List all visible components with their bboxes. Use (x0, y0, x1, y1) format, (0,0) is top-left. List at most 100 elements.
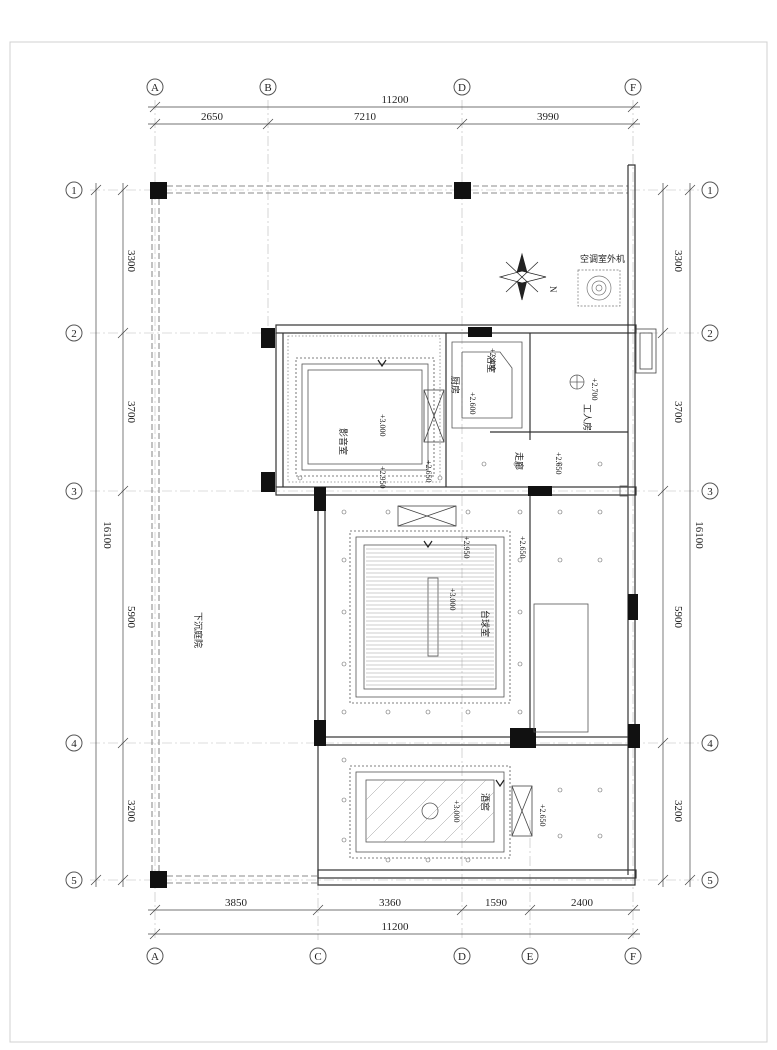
downlight-icon (557, 461, 563, 467)
label-open-space: 下沉庭院 (193, 612, 204, 648)
equipment-boxes (397, 389, 533, 837)
grid-label-bottom-e: E (527, 951, 534, 963)
dim-top-seg-2: 7210 (354, 111, 377, 123)
elev-wine-side: +2.650 (538, 804, 547, 827)
grid-label-bottom-f: F (630, 951, 636, 963)
downlight-icon (341, 709, 347, 715)
elev-audio-room-soffit: +2.950 (378, 466, 387, 489)
grid-label-bottom-d: D (458, 951, 466, 963)
axis-lines (90, 100, 700, 940)
grid-bubbles-top: A B D F (146, 78, 642, 96)
downlight-icon (597, 509, 603, 515)
dim-left-seg-1: 3300 (125, 250, 137, 273)
downlight-icon (425, 857, 431, 863)
dim-left-total: 16100 (101, 521, 113, 549)
dims-left (90, 183, 129, 887)
downlight-icon (341, 509, 347, 515)
dim-bottom-total: 11200 (381, 921, 409, 933)
dim-left-seg-2: 3700 (125, 401, 137, 424)
downlight-icon (465, 509, 471, 515)
downlight-icon (597, 557, 603, 563)
downlight-icon (517, 557, 523, 563)
bath-ceiling (451, 341, 523, 429)
label-worker-room: 工人房 (582, 404, 593, 431)
downlight-icon (517, 609, 523, 615)
label-main-hall: 台球室 (480, 610, 491, 637)
dim-bottom-seg-3: 1590 (485, 897, 508, 909)
row-label-left-3: 3 (71, 486, 77, 498)
dim-right-seg-4: 3200 (672, 800, 684, 823)
label-kitchen: 厨房 (450, 376, 461, 394)
dims-top-text: 11200 2650 7210 3990 (201, 94, 560, 123)
row-label-left-5: 5 (71, 875, 77, 887)
downlight-icon (437, 475, 443, 481)
dim-right-seg-1: 3300 (672, 250, 684, 273)
elev-audio-room: +3.000 (378, 414, 387, 437)
dims-bottom (148, 904, 640, 940)
grid-label-top-a: A (151, 82, 159, 94)
grid-label-top-d: D (458, 82, 466, 94)
dim-right-seg-3: 5900 (672, 606, 684, 629)
wine-room-hatch (365, 779, 495, 843)
downlight-icon (341, 609, 347, 615)
row-label-right-2: 2 (707, 328, 713, 340)
dim-right-seg-2: 3700 (672, 401, 684, 424)
grid-label-bottom-a: A (151, 951, 159, 963)
elev-audio-room-lower: +2.650 (424, 460, 433, 483)
dim-top-total: 11200 (381, 94, 409, 106)
north-arrow-icon (498, 252, 547, 301)
grid-label-top-b: B (264, 82, 271, 94)
dim-right-total: 16100 (693, 521, 705, 549)
row-label-left-2: 2 (71, 328, 77, 340)
direction-arrows (377, 359, 505, 788)
dim-left-seg-3: 5900 (125, 606, 137, 629)
row-label-left-1: 1 (71, 185, 77, 197)
label-audio-room: 影音室 (338, 428, 349, 455)
north-label: N (548, 286, 558, 293)
bay-window (635, 328, 657, 374)
row-label-left-4: 4 (71, 738, 77, 750)
elev-bath: +2.400 (488, 348, 497, 371)
downlight-icon (297, 475, 303, 481)
elev-main-hall-soffit: +2.950 (462, 536, 471, 559)
ac-unit-symbol (577, 269, 621, 307)
downlight-icon (597, 833, 603, 839)
downlight-icon (465, 857, 471, 863)
downlight-icon (425, 709, 431, 715)
grid-bubbles-bottom: A C D E F (146, 947, 642, 965)
downlight-icon (597, 461, 603, 467)
downlight-icon (557, 787, 563, 793)
row-label-right-5: 5 (707, 875, 713, 887)
elev-main-hall-side: +2.650 (518, 536, 527, 559)
dim-bottom-seg-2: 3360 (379, 897, 402, 909)
label-bath: 浴室 (486, 355, 497, 373)
dim-bottom-seg-1: 3850 (225, 897, 248, 909)
dims-right-text: 3300 3700 5900 3200 16100 (672, 250, 705, 823)
elev-wine-room: +3.000 (452, 800, 461, 823)
room-labels: 空调室外机 厨房 工人房 走廊 下沉庭院 台球室 影音室 酒窖 浴室 (193, 253, 625, 811)
dims-left-text: 16100 3300 3700 5900 3200 (101, 250, 137, 823)
label-wine-room: 酒窖 (480, 793, 491, 811)
row-label-right-3: 3 (707, 486, 713, 498)
dims-bottom-text: 3850 3360 1590 2400 11200 (225, 897, 594, 933)
downlight-icon (513, 461, 519, 467)
dim-top-seg-3: 3990 (537, 111, 560, 123)
downlight-icon (341, 557, 347, 563)
sheet-border (9, 41, 768, 1043)
downlight-icon (557, 557, 563, 563)
downlight-icon (385, 857, 391, 863)
downlight-icon (481, 461, 487, 467)
courtyard-edge (151, 185, 628, 884)
dim-left-seg-4: 3200 (125, 800, 137, 823)
corridor-east (533, 485, 629, 733)
downlight-icon (557, 509, 563, 515)
downlight-icon (465, 709, 471, 715)
downlight-icon (597, 787, 603, 793)
elevation-labels: +3.000 +2.650 +2.950 +2.600 +2.400 +2.70… (378, 348, 599, 827)
ceiling-lights (297, 461, 603, 863)
main-hall-slats (366, 548, 494, 686)
dims-top (148, 101, 640, 130)
row-label-right-1: 1 (707, 185, 713, 197)
columns (150, 182, 640, 888)
